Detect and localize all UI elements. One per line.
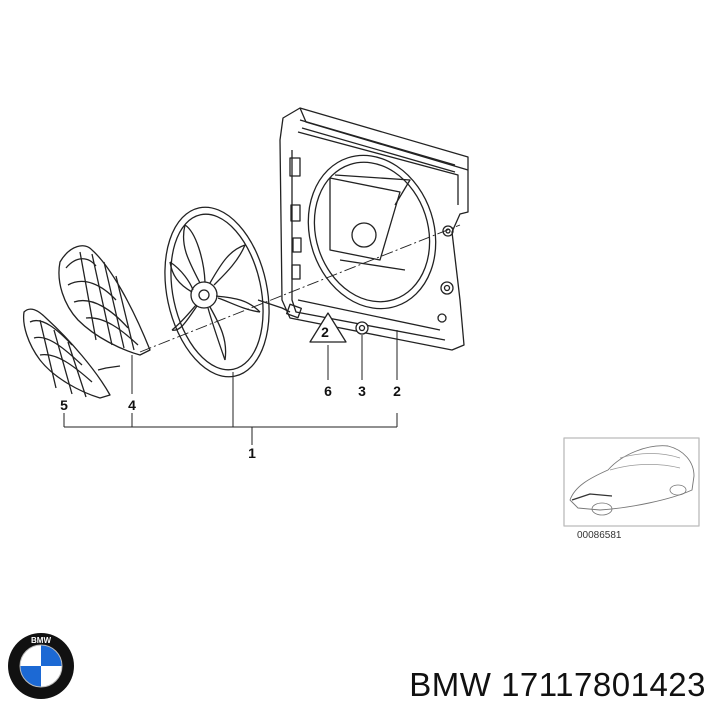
callout-2: 2	[393, 383, 401, 399]
warning-label: 2	[321, 324, 329, 340]
part-caption: BMW 17117801423	[409, 666, 706, 703]
callout-3: 3	[358, 383, 366, 399]
vehicle-inset	[563, 437, 700, 527]
fan-shroud	[279, 107, 469, 351]
callout-5: 5	[60, 397, 68, 413]
parts-diagram: 2 5 4 6 3 2 1 00086581	[22, 107, 700, 541]
logo-lettering: BMW	[31, 636, 51, 645]
callout-6: 6	[324, 383, 332, 399]
fan-cover	[22, 308, 111, 399]
warning-sticker	[309, 312, 347, 343]
leader-lines	[63, 330, 398, 445]
callout-4: 4	[128, 397, 136, 413]
fan-guard	[58, 245, 151, 371]
reference-code: 00086581	[577, 530, 622, 541]
footer: BMW BMW 17117801423	[0, 630, 720, 720]
callout-1: 1	[248, 445, 256, 461]
fan-assembly	[164, 206, 302, 378]
bmw-logo-icon: BMW	[8, 633, 74, 699]
nut-part	[355, 321, 369, 335]
